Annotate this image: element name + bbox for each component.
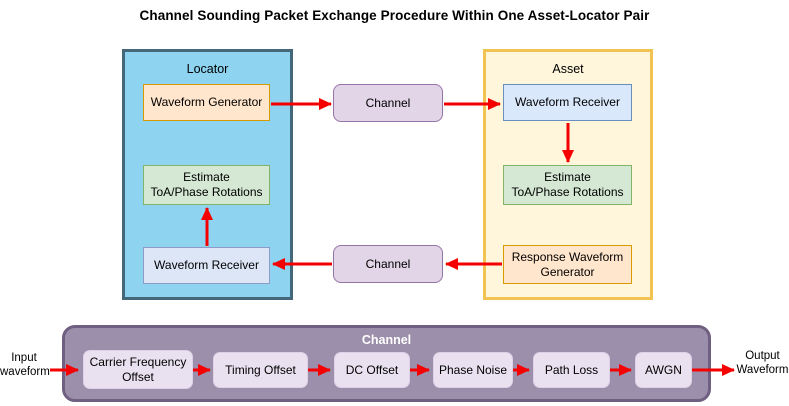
- output-label-line1: Output: [745, 350, 780, 362]
- input-label-line1: Input: [11, 352, 37, 364]
- locator-estimate-line2: ToA/Phase Rotations: [150, 185, 263, 199]
- channel-return-box: Channel: [333, 245, 443, 283]
- locator-estimate-box: Estimate ToA/Phase Rotations: [143, 165, 270, 205]
- diagram-title: Channel Sounding Packet Exchange Procedu…: [139, 8, 650, 23]
- asset-label: Asset: [552, 62, 584, 76]
- input-label-line2: waveform: [0, 366, 50, 378]
- asset-response-generator-line2: Generator: [540, 264, 595, 279]
- asset-response-generator-line1: Response Waveform: [511, 249, 624, 264]
- asset-waveform-receiver-box: Waveform Receiver: [503, 84, 632, 121]
- locator-waveform-generator-box: Waveform Generator: [143, 84, 270, 121]
- locator-estimate-line1: Estimate: [183, 170, 230, 184]
- asset-response-generator-box: Response Waveform Generator: [503, 245, 632, 284]
- stage-path-loss: Path Loss: [533, 352, 610, 388]
- stage-dc-offset: DC Offset: [334, 352, 410, 388]
- channel-model-container: Channel Carrier Frequency Offset Timing …: [62, 325, 711, 402]
- input-waveform-label: Input waveform: [0, 351, 50, 379]
- stage-timing-offset: Timing Offset: [213, 352, 308, 388]
- locator-label: Locator: [186, 62, 229, 76]
- channel-model-label: Channel: [361, 333, 412, 347]
- asset-container: Asset Waveform Receiver Estimate ToA/Pha…: [483, 49, 653, 300]
- asset-estimate-box: Estimate ToA/Phase Rotations: [503, 165, 632, 205]
- locator-waveform-receiver-box: Waveform Receiver: [143, 247, 270, 284]
- output-waveform-label: Output Waveform: [736, 349, 789, 377]
- asset-estimate-line2: ToA/Phase Rotations: [511, 185, 624, 199]
- stage-carrier-frequency-offset: Carrier Frequency Offset: [83, 350, 193, 389]
- stage-awgn: AWGN: [635, 352, 692, 388]
- output-label-line2: Waveform: [736, 364, 789, 376]
- channel-forward-box: Channel: [333, 84, 443, 122]
- stage-phase-noise: Phase Noise: [433, 352, 513, 388]
- asset-estimate-line1: Estimate: [544, 170, 591, 184]
- locator-container: Locator Waveform Generator Estimate ToA/…: [122, 49, 293, 300]
